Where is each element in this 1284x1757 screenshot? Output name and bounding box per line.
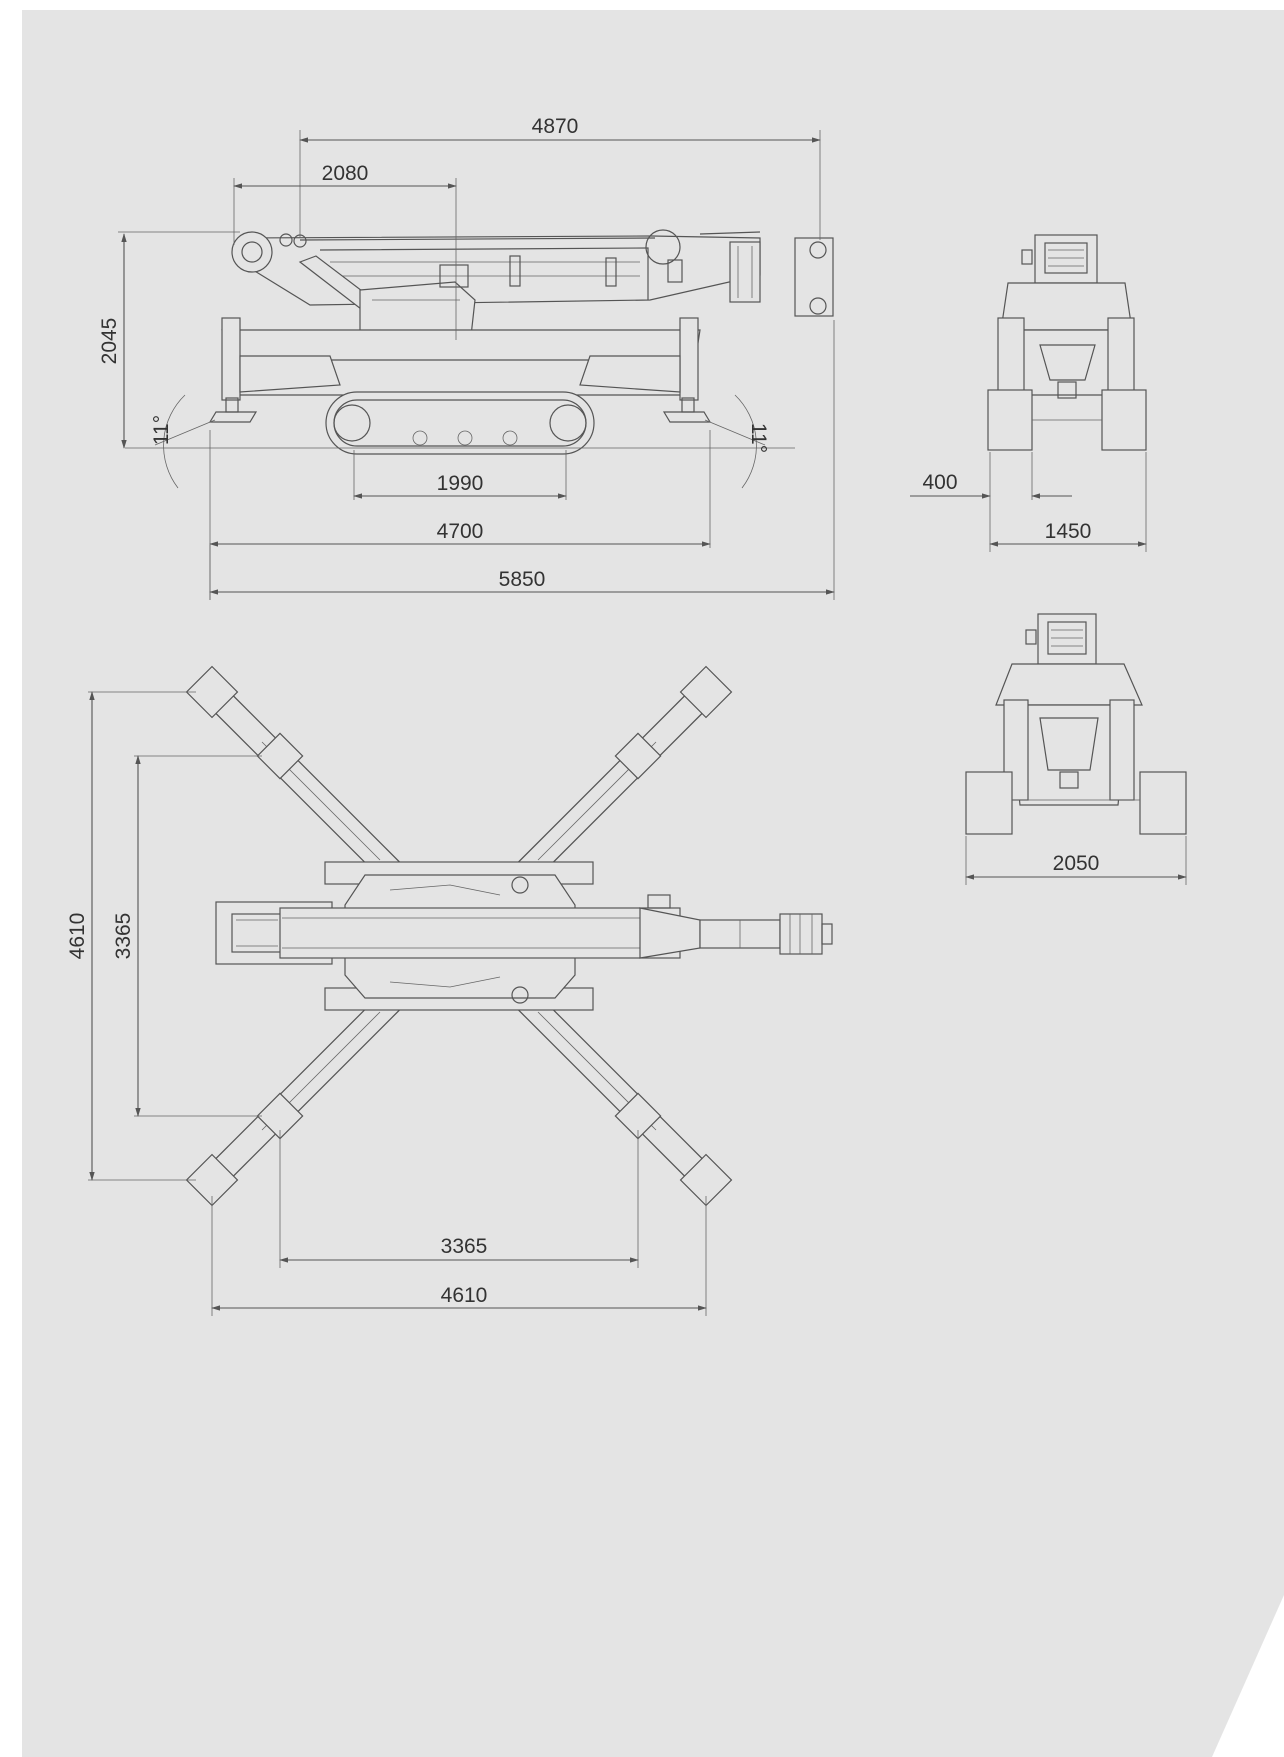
dim-top-outer-width: 4610: [441, 1284, 488, 1307]
dim-top-length: 4870: [532, 115, 579, 138]
top-view: [88, 665, 833, 1316]
dim-top-inner-width: 3365: [441, 1235, 488, 1258]
dim-top-inner-height: 3365: [112, 913, 135, 960]
dim-track-length: 1990: [437, 472, 484, 495]
dim-front-offset: 400: [922, 471, 957, 494]
side-view: [118, 130, 835, 600]
dim-angle-left: 11°: [150, 415, 173, 445]
dim-front-width: 1450: [1045, 520, 1092, 543]
dim-height: 2045: [98, 318, 121, 365]
dim-boom-offset: 2080: [322, 162, 369, 185]
dim-rear-width: 2050: [1053, 852, 1100, 875]
rear-view: [965, 613, 1187, 885]
dim-angle-right: 11°: [747, 423, 770, 453]
dim-top-outer-height: 4610: [66, 913, 89, 960]
dim-outrigger-span: 4700: [437, 520, 484, 543]
front-view: [910, 234, 1147, 552]
dim-overall-length: 5850: [499, 568, 546, 591]
